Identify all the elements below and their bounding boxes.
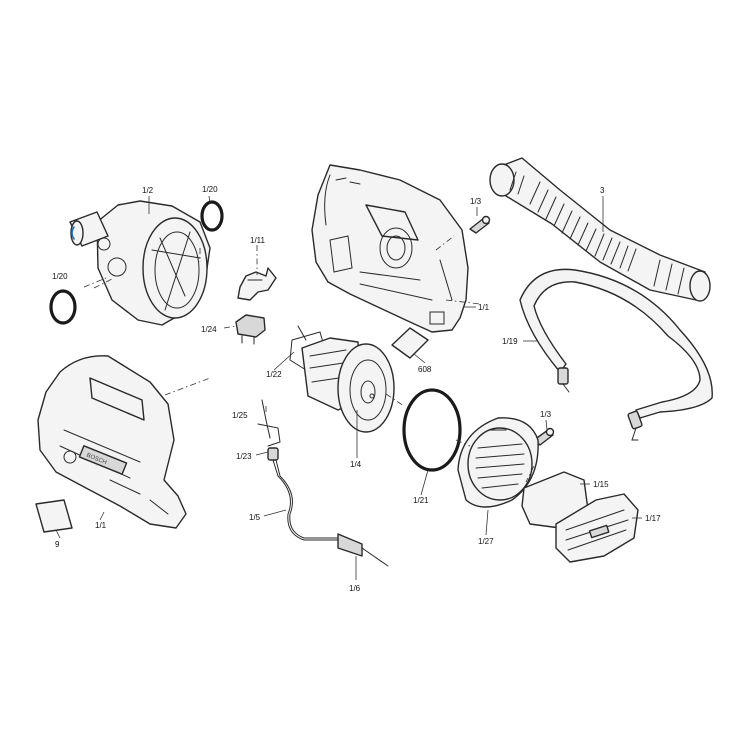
label-3: 3	[600, 186, 605, 195]
label-1-5: 1/5	[249, 513, 261, 522]
label-1-11: 1/11	[250, 236, 266, 245]
fan-housing-part	[69, 200, 211, 326]
label-1-17: 1/17	[645, 514, 661, 523]
part-labels: 1/2 1/20 1/20 1/11 1/24 1/22 1/25 1/23 1…	[52, 185, 661, 593]
label-1-2: 1/2	[142, 186, 154, 195]
label-1-25: 1/25	[232, 411, 248, 420]
label-1-19: 1/19	[502, 337, 518, 346]
label-1-20-left: 1/20	[52, 272, 68, 281]
label-plate-part	[391, 327, 429, 359]
label-1-1-left: 1/1	[95, 521, 107, 530]
label-9: 9	[55, 540, 60, 549]
label-1-20-top: 1/20	[202, 185, 218, 194]
label-1-23: 1/23	[236, 452, 252, 461]
small-label-part	[35, 499, 73, 533]
label-1-21: 1/21	[413, 496, 429, 505]
shoulder-strap-part	[519, 268, 713, 441]
cable-assembly-part	[257, 399, 389, 567]
switch-part	[235, 314, 266, 345]
label-1-22: 1/22	[266, 370, 282, 379]
label-1-15: 1/15	[593, 480, 609, 489]
flexible-hose-part	[489, 157, 711, 302]
cover-part	[555, 493, 639, 563]
label-1-3-mid: 1/3	[540, 410, 552, 419]
o-ring-left	[49, 289, 77, 325]
grille-part	[457, 417, 539, 508]
label-1-24: 1/24	[201, 325, 217, 334]
screw-top	[469, 215, 491, 234]
label-608: 608	[418, 365, 432, 374]
seal-ring-part	[402, 388, 462, 472]
rear-housing-part	[311, 164, 469, 333]
bracket-part	[237, 267, 277, 301]
label-1-27: 1/27	[478, 537, 494, 546]
o-ring-top	[200, 200, 224, 232]
label-1-6: 1/6	[349, 584, 361, 593]
label-1-4: 1/4	[350, 460, 362, 469]
leader-lines	[55, 195, 642, 580]
label-1-1-top: 1/1	[478, 303, 490, 312]
motor-part	[301, 337, 395, 433]
label-1-3-top: 1/3	[470, 197, 482, 206]
main-housing-part: BOSCH	[37, 355, 187, 529]
